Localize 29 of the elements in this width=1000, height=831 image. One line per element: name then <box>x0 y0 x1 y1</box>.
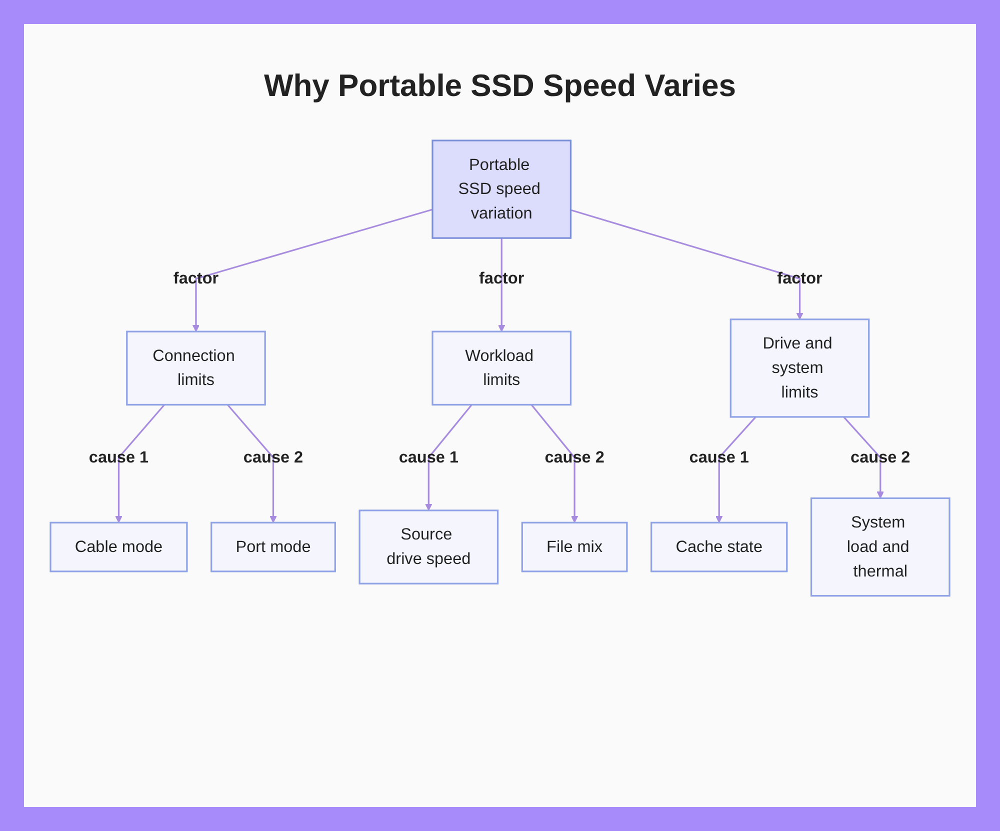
node-box: Source drive speed <box>358 510 499 584</box>
edge-label: cause 2 <box>544 448 604 467</box>
edge-label: cause 1 <box>398 448 458 467</box>
edge-label: cause 1 <box>689 448 749 467</box>
node-box: File mix <box>521 522 628 572</box>
arrow <box>115 404 165 523</box>
diagram-title: Why Portable SSD Speed Varies <box>262 68 738 104</box>
edge-label: factor <box>173 270 219 288</box>
node-box: Port mode <box>210 522 336 572</box>
arrow <box>498 238 506 332</box>
edge-label: factor <box>777 270 822 288</box>
arrow <box>570 209 804 320</box>
arrow <box>192 208 433 332</box>
node-box: Drive and system limits <box>730 318 870 418</box>
arrow <box>425 404 472 511</box>
node-box: Connection limits <box>126 330 266 406</box>
edge-label: cause 2 <box>243 448 304 467</box>
arrow <box>843 416 884 499</box>
node-box: System load and thermal <box>810 497 950 597</box>
node-box: Workload limits <box>432 330 572 406</box>
edge-label: cause 2 <box>850 448 910 467</box>
edge-label: factor <box>479 270 524 288</box>
arrow <box>530 404 578 523</box>
arrow <box>716 416 756 523</box>
node-box: Cache state <box>650 522 788 572</box>
arrow <box>226 404 277 523</box>
node-box: Cable mode <box>50 522 188 572</box>
edge-label: cause 1 <box>88 448 149 467</box>
node-box: Portable SSD speed variation <box>432 140 572 239</box>
